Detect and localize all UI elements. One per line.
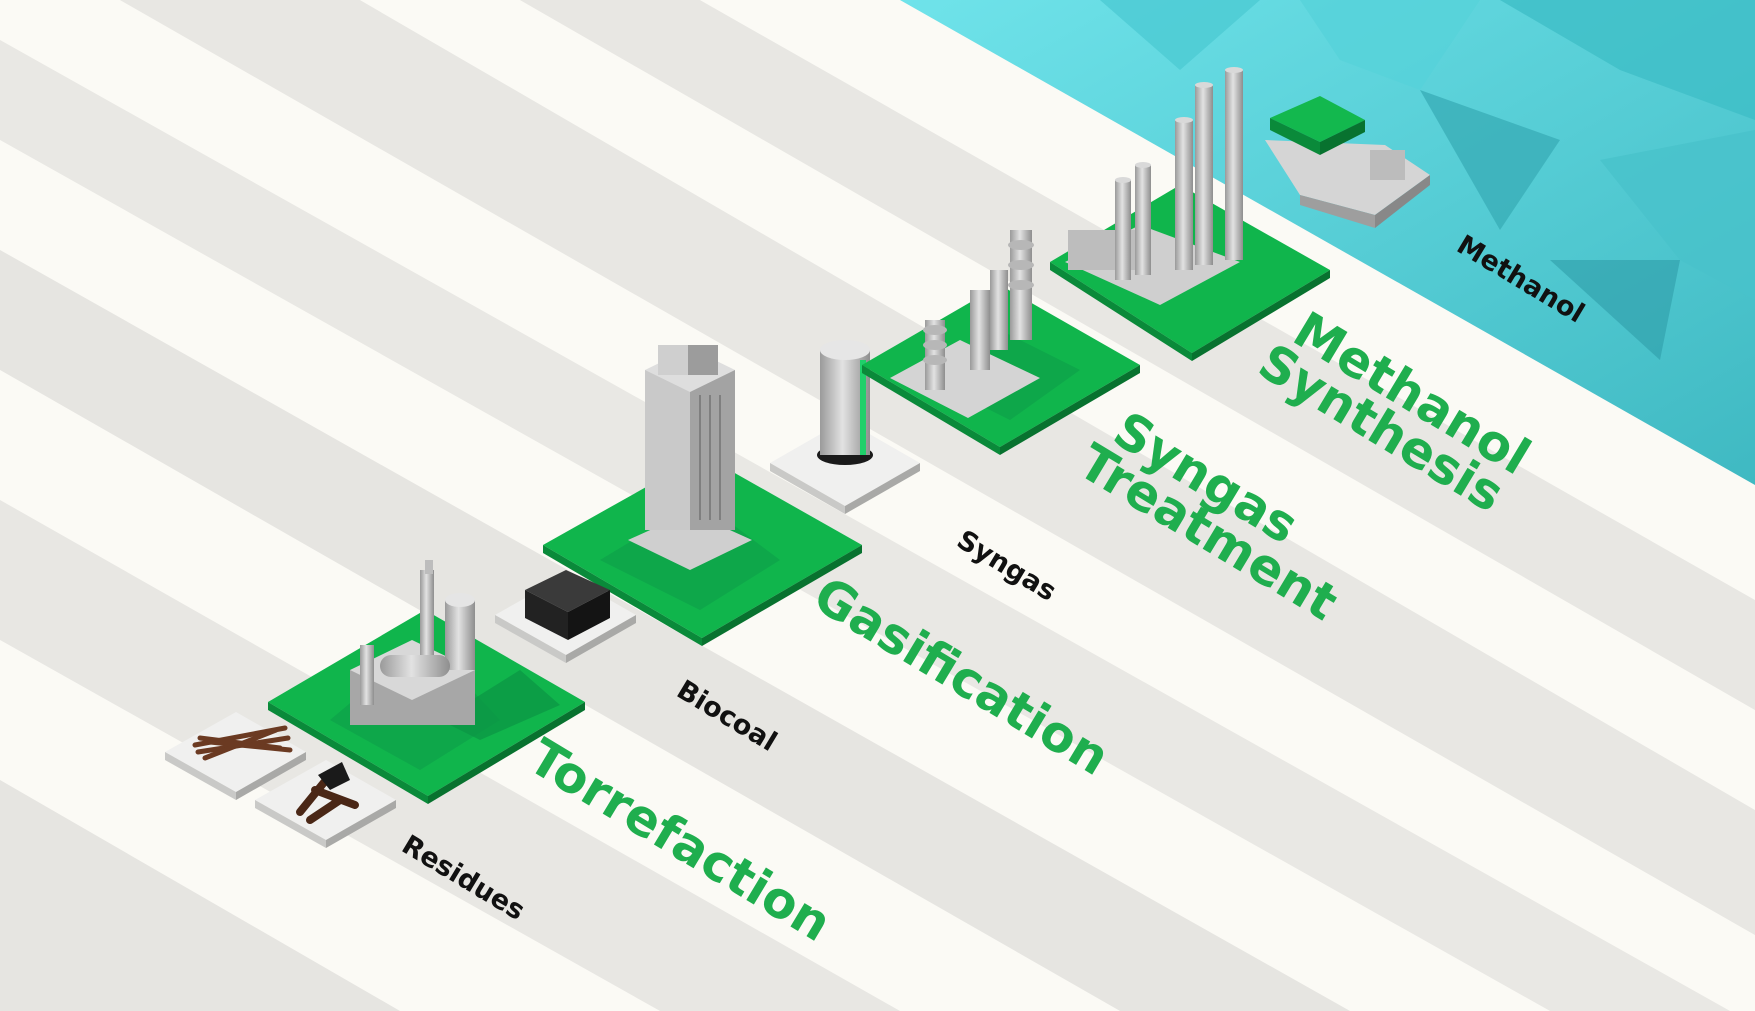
torrefaction-plant bbox=[350, 560, 475, 725]
gas-tank-icon bbox=[817, 340, 873, 465]
coal-block-icon bbox=[525, 570, 610, 640]
cargo-ship-icon bbox=[1265, 96, 1430, 228]
gasifier-tower bbox=[628, 345, 752, 570]
methanol-plant bbox=[1065, 67, 1243, 305]
wood-pile-icon bbox=[192, 725, 359, 824]
syngas-treatment-plant bbox=[890, 230, 1040, 418]
sea-area bbox=[900, 0, 1755, 485]
